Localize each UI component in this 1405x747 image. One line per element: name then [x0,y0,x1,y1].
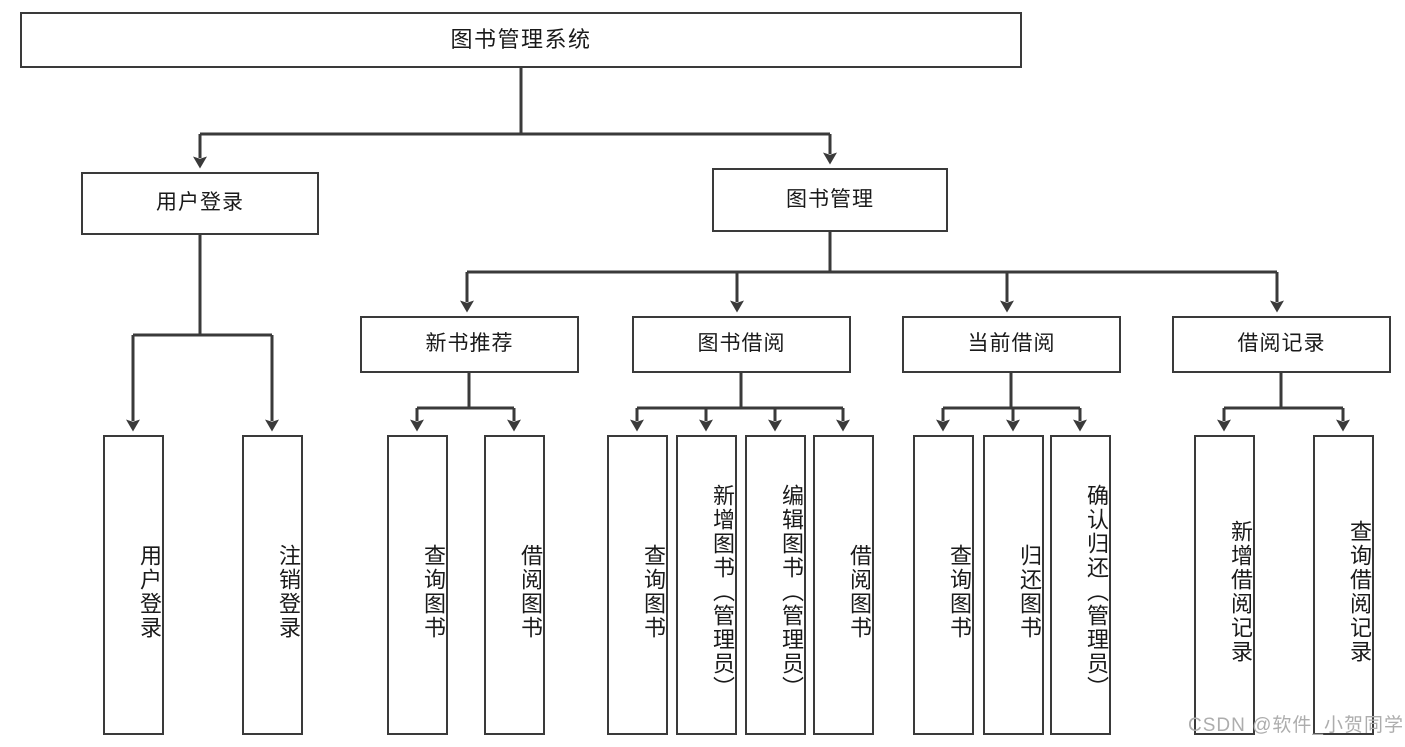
node-leaf-query-borrow-record[interactable]: 查询借阅记录 [1313,435,1374,735]
node-label: 用户登录 [137,544,162,640]
node-label: 新增图书（管理员） [710,484,735,700]
node-leaf-borrow-book-2[interactable]: 借阅图书 [813,435,874,735]
node-leaf-query-book-2[interactable]: 查询图书 [607,435,668,735]
node-label: 借阅图书 [847,544,872,640]
node-label: 归还图书 [1017,544,1042,640]
node-borrow-record[interactable]: 借阅记录 [1172,316,1391,373]
node-label: 查询图书 [641,544,666,640]
node-leaf-return-book[interactable]: 归还图书 [983,435,1044,735]
node-label: 确认归还（管理员） [1084,484,1109,700]
node-leaf-add-borrow-record[interactable]: 新增借阅记录 [1194,435,1255,735]
node-new-book-recommend[interactable]: 新书推荐 [360,316,579,373]
node-label: 借阅图书 [518,544,543,640]
node-leaf-borrow-book-1[interactable]: 借阅图书 [484,435,545,735]
node-leaf-edit-book-admin[interactable]: 编辑图书（管理员） [745,435,806,735]
node-label: 查询图书 [947,544,972,640]
node-label: 编辑图书（管理员） [779,484,804,700]
node-root-system[interactable]: 图书管理系统 [20,12,1022,68]
node-label: 新增借阅记录 [1228,520,1253,664]
node-book-borrow[interactable]: 图书借阅 [632,316,851,373]
node-label: 查询图书 [421,544,446,640]
node-current-borrow[interactable]: 当前借阅 [902,316,1121,373]
watermark: CSDN @软件_小贺同学 [1188,715,1404,736]
node-leaf-query-book-3[interactable]: 查询图书 [913,435,974,735]
node-leaf-confirm-return-admin[interactable]: 确认归还（管理员） [1050,435,1111,735]
node-leaf-add-book-admin[interactable]: 新增图书（管理员） [676,435,737,735]
node-leaf-logout-login[interactable]: 注销登录 [242,435,303,735]
node-label: 查询借阅记录 [1347,520,1372,664]
node-leaf-user-login[interactable]: 用户登录 [103,435,164,735]
node-book-management[interactable]: 图书管理 [712,168,948,232]
node-user-login[interactable]: 用户登录 [81,172,319,235]
node-leaf-query-book-1[interactable]: 查询图书 [387,435,448,735]
node-label: 注销登录 [276,544,301,640]
